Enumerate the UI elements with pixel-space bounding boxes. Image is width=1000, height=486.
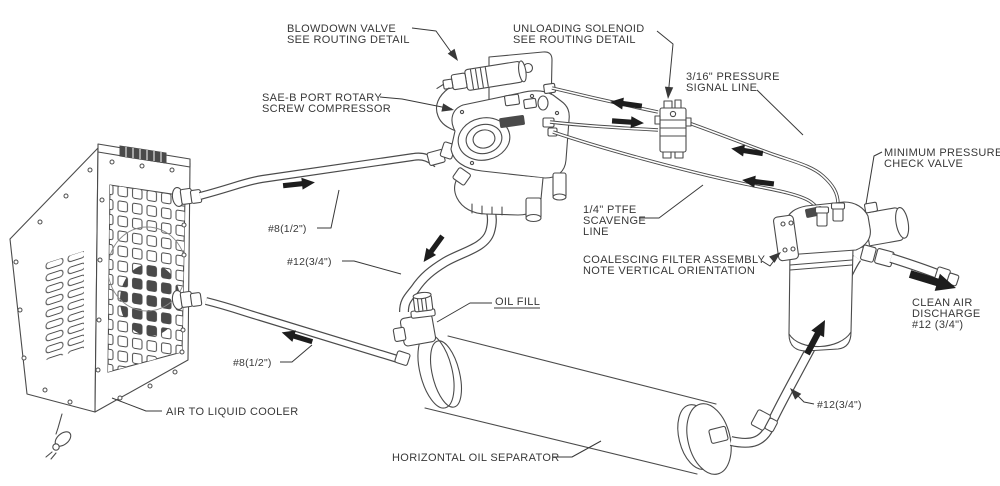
label-horizontal-oil-separator: HORIZONTAL OIL SEPARATOR <box>392 452 560 464</box>
discharge-elbow <box>452 167 471 186</box>
svg-text:SEE ROUTING DETAIL: SEE ROUTING DETAIL <box>287 34 410 46</box>
label-unloading-solenoid: UNLOADING SOLENOID <box>513 23 645 35</box>
svg-text:CHECK VALVE: CHECK VALVE <box>884 158 963 170</box>
horizontal-oil-separator <box>417 333 732 475</box>
label-compressor: SAE-B PORT ROTARY <box>262 92 382 104</box>
label-pressure-signal: 3/16" PRESSURE <box>686 71 780 83</box>
separator-end-nut <box>708 425 729 444</box>
drain-lead <box>45 413 72 460</box>
hose-8-separator-to-cooler <box>205 297 411 366</box>
hose-8-cooler-to-compressor <box>198 141 456 200</box>
oil-fill-fitting <box>392 291 437 347</box>
air-to-liquid-cooler <box>9 143 203 460</box>
coalescing-filter-assembly <box>773 201 960 352</box>
label-oil-fill: OIL FILL <box>495 296 540 308</box>
pressure-signal-line <box>685 120 840 216</box>
flow-arrow <box>609 95 643 113</box>
label-hose-12-upper: #12(3/4") <box>287 256 332 268</box>
label-coalescing-filter: COALESCING FILTER ASSEMBLY <box>583 254 766 266</box>
svg-text:SEE ROUTING DETAIL: SEE ROUTING DETAIL <box>513 34 636 46</box>
hose-nut <box>394 350 411 366</box>
label-hose-12-lower: #12(3/4") <box>817 399 862 411</box>
hose-collar <box>750 409 778 433</box>
discharge-fittings <box>860 244 895 268</box>
label-clean-air-discharge: CLEAN AIR <box>912 297 973 309</box>
filter-canister <box>788 247 854 352</box>
label-min-pressure-check-valve: MINIMUM PRESSURE <box>884 147 1000 159</box>
label-hose-8-upper: #8(1/2") <box>268 223 307 235</box>
svg-text:#12 (3/4"): #12 (3/4") <box>912 319 963 331</box>
cooler-lower-fitting <box>171 290 203 310</box>
svg-text:SIGNAL LINE: SIGNAL LINE <box>686 82 757 94</box>
louver-vents <box>43 251 84 361</box>
svg-text:NOTE VERTICAL ORIENTATION: NOTE VERTICAL ORIENTATION <box>583 265 755 277</box>
signal-stub-fittings <box>814 202 846 227</box>
label-scavenge-line: 1/4" PTFE <box>583 204 637 216</box>
svg-text:LINE: LINE <box>583 226 609 238</box>
callout-labels: BLOWDOWN VALVE SEE ROUTING DETAIL UNLOAD… <box>166 23 1000 464</box>
control-tubing <box>549 86 840 230</box>
label-hose-8-lower: #8(1/2") <box>233 357 272 369</box>
fan-grille <box>108 185 185 372</box>
svg-text:SCREW COMPRESSOR: SCREW COMPRESSOR <box>262 103 391 115</box>
svg-text:SCAVENGE: SCAVENGE <box>583 215 646 227</box>
svg-text:DISCHARGE: DISCHARGE <box>912 308 981 320</box>
cooler-top-bracket <box>119 145 167 164</box>
blowdown-tube <box>435 87 457 132</box>
screw-compressor <box>435 51 570 223</box>
nameplate <box>499 114 525 128</box>
callout-leaders <box>111 27 883 458</box>
label-air-to-liquid-cooler: AIR TO LIQUID COOLER <box>166 406 299 418</box>
separator-right-cap <box>686 403 732 475</box>
label-blowdown-valve: BLOWDOWN VALVE <box>287 23 396 35</box>
unloading-solenoid <box>654 99 692 159</box>
cooler-upper-fitting <box>171 187 203 207</box>
cooler-screws <box>13 159 187 405</box>
